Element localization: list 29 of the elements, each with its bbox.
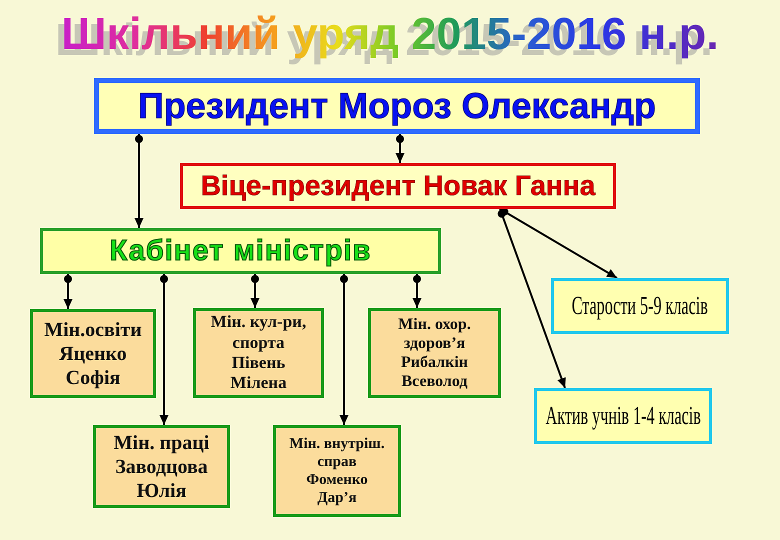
box-label: Мін. внутріш. справ Фоменко Дар’я: [289, 435, 385, 507]
group-box: [40, 228, 441, 274]
minister-box: [30, 309, 156, 398]
box-label: Мін. охор. здоров’я Рибалкін Всеволод: [398, 314, 471, 392]
minister-box: [273, 425, 401, 517]
box-label: Мін. праці Заводцова Юлія: [114, 430, 210, 502]
role-box: [180, 163, 616, 209]
arrow: [64, 274, 72, 309]
arrow: [396, 134, 404, 163]
box-label: Президент Мороз Олександр: [138, 85, 656, 127]
arrow: [412, 274, 422, 308]
group-box: [534, 388, 712, 444]
role-box: [94, 78, 700, 134]
arrow: [500, 208, 618, 279]
box-label: Актив учнів 1-4 класів: [545, 401, 701, 431]
arrow: [134, 134, 144, 228]
arrow: [498, 208, 566, 388]
arrow: [250, 274, 260, 308]
box-label: Віце-президент Новак Ганна: [200, 170, 596, 202]
group-box: [551, 278, 729, 334]
minister-box: [193, 308, 324, 398]
minister-box: [93, 425, 230, 508]
arrow: [340, 274, 348, 425]
box-label: Мін. кул-ри, спорта Півень Мілена: [210, 312, 306, 394]
box-label: Мін.освіти Яценко Софія: [44, 318, 142, 390]
box-label: Старости 5-9 класів: [572, 291, 708, 321]
minister-box: [368, 308, 501, 398]
box-label: Кабінет міністрів: [110, 234, 372, 268]
arrow: [160, 274, 168, 425]
